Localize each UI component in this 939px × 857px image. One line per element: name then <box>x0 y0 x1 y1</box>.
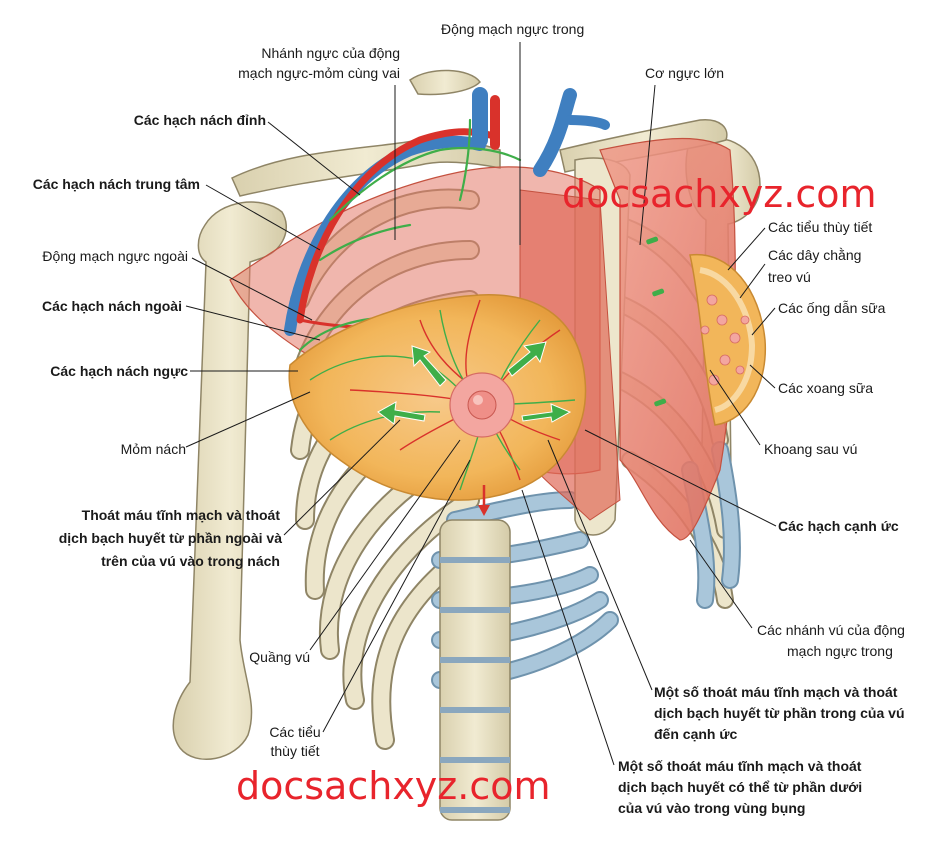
watermark-top: docsachxyz.com <box>562 172 877 216</box>
label-hach-nach-ngoai: Các hạch nách ngoài <box>41 298 182 314</box>
label-hach-nach-trung-tam: Các hạch nách trung tâm <box>32 176 200 192</box>
label-co-nguc-lon: Cơ ngực lớn <box>645 65 725 81</box>
label-tieu-thuy-tiet-right: Các tiểu thùy tiết <box>768 219 873 235</box>
label-ong-dan-sua: Các ống dẫn sữa <box>778 300 886 316</box>
label-mom-nach: Mỏm nách <box>120 441 186 457</box>
label-nhanh-nguc-line1: Nhánh ngực của động <box>261 45 400 61</box>
label-hach-nach-dinh: Các hạch nách đỉnh <box>133 112 266 128</box>
label-quang-vu: Quầng vú <box>249 649 310 665</box>
label-nhanh-vu-line2: mạch ngực trong <box>787 643 893 659</box>
label-nhanh-vu-line1: Các nhánh vú của động <box>757 622 905 638</box>
label-thoat-mau-ngoai-line2: dịch bạch huyết từ phần ngoài và <box>58 530 282 546</box>
parasternal-nodes <box>646 236 667 407</box>
watermark-bottom: docsachxyz.com <box>236 764 551 808</box>
label-thoat-mau-duoi-line3: của vú vào trong vùng bụng <box>618 800 806 816</box>
vertebral-column <box>439 519 511 821</box>
label-thoat-mau-ngoai-line1: Thoát máu tĩnh mạch và thoát <box>81 507 280 523</box>
label-day-chang-line2: treo vú <box>768 269 811 285</box>
label-tieu-thuy-tiet-left-line1: Các tiểu <box>269 724 321 740</box>
pectoralis-major-right <box>599 137 736 541</box>
label-khoang-sau-vu: Khoang sau vú <box>764 441 858 457</box>
leader-lines <box>185 42 777 766</box>
label-thoat-mau-duoi-line1: Một số thoát máu tĩnh mạch và thoát <box>618 758 862 774</box>
label-day-chang-line1: Các dây chằng <box>768 247 862 263</box>
label-dong-mach-nguc-trong: Động mạch ngực trong <box>441 21 585 37</box>
left-breast <box>288 294 587 516</box>
humerus <box>172 201 287 761</box>
breast-sagittal-section <box>689 253 767 426</box>
label-thoat-mau-trong-line2: dịch bạch huyết từ phần trong của vú <box>654 705 905 721</box>
label-hach-nach-nguc: Các hạch nách ngực <box>50 363 188 379</box>
label-thoat-mau-ngoai-line3: trên của vú vào trong nách <box>101 553 280 569</box>
axillary-vessels <box>284 87 610 336</box>
label-dong-mach-nguc-ngoai: Động mạch ngực ngoài <box>42 248 188 264</box>
label-thoat-mau-trong-line3: đến cạnh ức <box>654 726 738 742</box>
label-thoat-mau-duoi-line2: dịch bạch huyết có thể từ phần dưới <box>618 779 863 795</box>
label-thoat-mau-trong-line1: Một số thoát máu tĩnh mạch và thoát <box>654 684 898 700</box>
label-hach-canh-uc: Các hạch cạnh ức <box>778 518 899 534</box>
label-nhanh-nguc-line2: mạch ngực-mỏm cùng vai <box>238 65 400 81</box>
label-xoang-sua: Các xoang sữa <box>778 380 873 396</box>
label-tieu-thuy-tiet-left-line2: thùy tiết <box>270 743 320 759</box>
